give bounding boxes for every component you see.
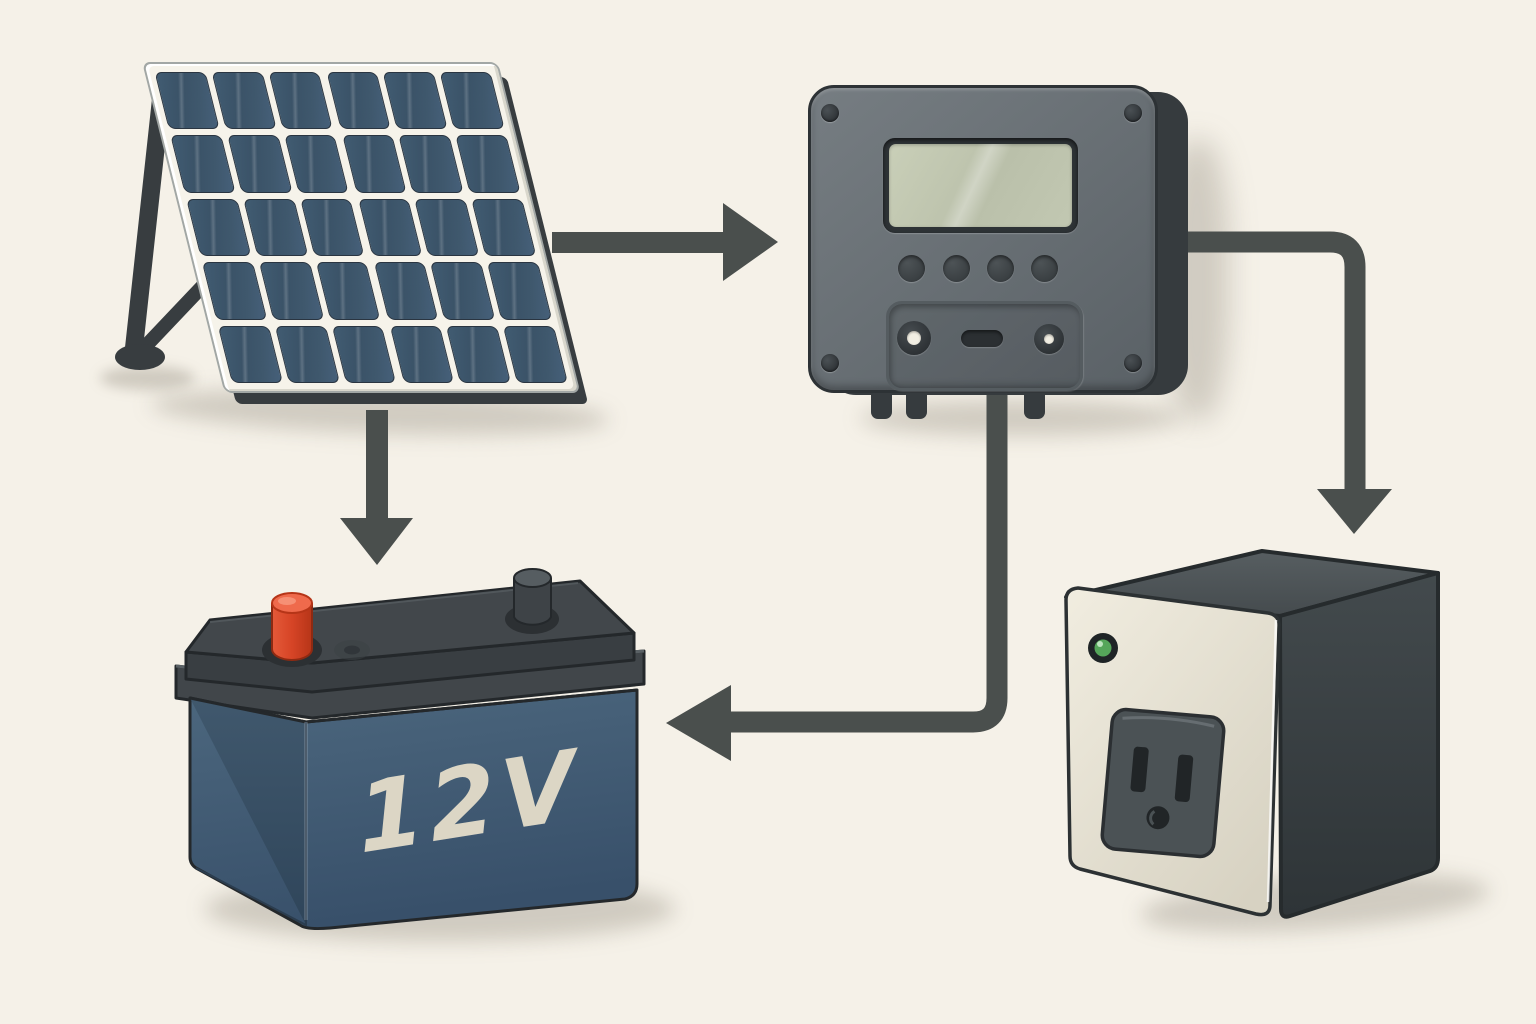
- arrow-controller-to-inverter: [1186, 231, 1392, 534]
- controller-button-4: [1031, 255, 1058, 282]
- controller-terminal-tab: [906, 391, 927, 419]
- solar-cell: [268, 72, 334, 130]
- solar-cell: [315, 262, 381, 320]
- solar-cell: [471, 198, 537, 257]
- solar-cell: [242, 198, 309, 257]
- controller-button-3: [987, 255, 1014, 282]
- screw-bottom-left: [821, 354, 839, 372]
- solar-cell: [389, 325, 455, 383]
- lcd-bezel: [883, 138, 1078, 233]
- solar-cell: [439, 72, 505, 130]
- led-indicator: [1088, 633, 1118, 663]
- inverter: [1064, 549, 1440, 919]
- outlet-slot-left: [1130, 746, 1149, 793]
- solar-cell: [154, 72, 220, 130]
- solar-cell: [227, 135, 293, 193]
- controller-terminal-tab: [1024, 391, 1045, 419]
- solar-cell: [341, 135, 407, 193]
- battery: 12V: [174, 568, 646, 931]
- solar-cell: [430, 262, 496, 320]
- battery-negative-terminal: [505, 568, 559, 634]
- screw-top-left: [821, 104, 839, 122]
- inverter-side: [1278, 571, 1440, 919]
- solar-cell: [502, 325, 569, 383]
- solar-cell: [170, 135, 236, 193]
- solar-cell: [414, 198, 480, 257]
- solar-cell: [487, 262, 553, 320]
- solar-cell: [331, 325, 397, 383]
- port-right: [1034, 324, 1064, 354]
- port-usb-slot: [961, 330, 1003, 347]
- outlet-slot-right: [1174, 754, 1194, 803]
- solar-cell: [211, 72, 277, 130]
- screw-top-right: [1124, 104, 1142, 122]
- leg-foot-shadow: [100, 366, 195, 390]
- solar-cell: [283, 135, 350, 193]
- solar-cell: [201, 262, 268, 320]
- solar-cell: [373, 262, 439, 320]
- solar-cell: [217, 325, 283, 383]
- solar-cell: [382, 72, 448, 130]
- leg-foot: [115, 344, 165, 370]
- port-left: [897, 321, 931, 355]
- arrow-controller-to-battery: [666, 394, 1008, 761]
- solar-cell: [274, 325, 340, 383]
- solar-cell: [398, 135, 464, 193]
- battery-positive-terminal: [262, 592, 322, 667]
- solar-cell: [186, 198, 252, 257]
- solar-cell: [446, 325, 512, 383]
- solar-cell: [299, 198, 365, 257]
- solar-cell: [455, 135, 521, 193]
- solar-cell: [325, 72, 392, 130]
- arrow-panel-to-battery: [340, 410, 413, 565]
- solar-cell: [258, 262, 324, 320]
- controller-port-panel: [886, 301, 1083, 391]
- controller-button-1: [898, 255, 925, 282]
- lcd-screen: [889, 144, 1072, 227]
- power-outlet: [1100, 707, 1226, 859]
- arrow-panel-to-controller: [552, 203, 778, 281]
- charge-controller: [808, 85, 1158, 393]
- controller-button-2: [943, 255, 970, 282]
- controller-terminal-tab: [871, 391, 892, 419]
- screw-bottom-right: [1124, 354, 1142, 372]
- solar-cell: [357, 198, 423, 257]
